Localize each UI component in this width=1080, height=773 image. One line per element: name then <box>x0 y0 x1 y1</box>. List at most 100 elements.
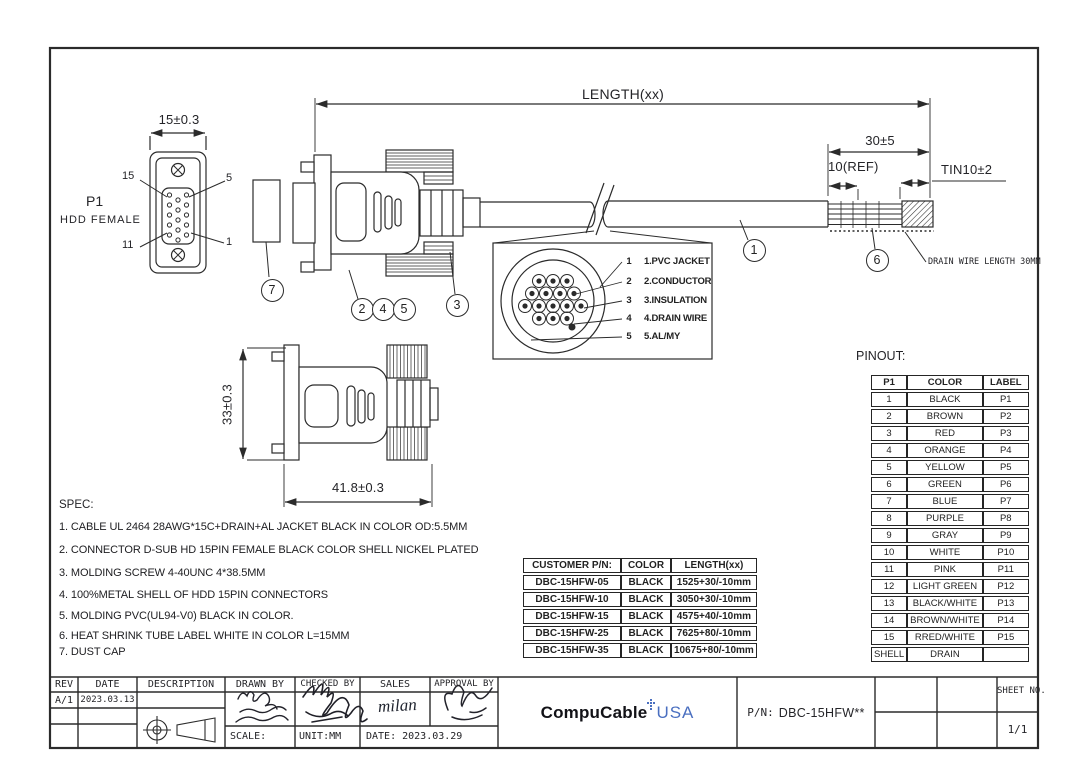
sheet-no-label: SHEET NO. <box>997 686 1046 696</box>
callout-label-5: 5.AL/MY <box>644 331 681 342</box>
cell: ORANGE <box>907 443 983 458</box>
drain-wire-note: DRAIN WIRE LENGTH 30MM <box>928 257 1041 267</box>
cell: 7625+80/-10mm <box>671 626 757 641</box>
cell: 2 <box>871 409 908 424</box>
callout-num-1: 1 <box>626 256 632 267</box>
cell: P10 <box>982 545 1029 560</box>
dim-connector-width: 15±0.3 <box>158 112 200 127</box>
col-header: P1 <box>871 375 908 390</box>
cell: 3 <box>871 426 908 441</box>
front-view-title: P1 <box>86 193 104 209</box>
dim-tin: TIN10±2 <box>941 162 993 177</box>
spec-item: 3. MOLDING SCREW 4-40UNC 4*38.5MM <box>59 567 266 579</box>
spec-item: 6. HEAT SHRINK TUBE LABEL WHITE IN COLOR… <box>59 630 350 642</box>
pin-label-5: 5 <box>226 172 233 184</box>
unit-label: UNIT:MM <box>299 731 342 742</box>
front-view-subtitle: HDD FEMALE <box>60 214 141 226</box>
rev-date-value: 2023.03.13 <box>80 695 135 705</box>
balloon-5: 5 <box>392 297 416 321</box>
signature-checked-by <box>302 683 368 723</box>
callout-label-3: 3.INSULATION <box>644 295 707 306</box>
cell: PURPLE <box>907 511 983 526</box>
dim-strip: 30±5 <box>865 133 895 148</box>
col-header: LABEL <box>982 375 1029 390</box>
balloon-6: 6 <box>865 248 889 272</box>
cell: P9 <box>982 528 1029 543</box>
titleblock-header-drawn-by: DRAWN BY <box>235 679 285 690</box>
col-header: CUSTOMER P/N: <box>523 558 621 573</box>
cell: GRAY <box>907 528 983 543</box>
pin-label-15: 15 <box>122 170 135 182</box>
spec-item: 5. MOLDING PVC(UL94-V0) BLACK IN COLOR. <box>59 610 294 622</box>
front-view <box>139 129 281 278</box>
cell: YELLOW <box>907 460 983 475</box>
col-header: COLOR <box>621 558 671 573</box>
cell: BLACK <box>621 609 671 624</box>
cell: BROWN <box>907 409 983 424</box>
cell: 4 <box>871 443 908 458</box>
cell: 14 <box>871 613 908 628</box>
cell: RRED/WHITE <box>907 630 983 645</box>
cell: BLACK <box>621 643 671 658</box>
cell: BLACK <box>907 392 983 407</box>
pn-value: DBC-15HFW** <box>778 705 865 720</box>
pinout-title: PINOUT: <box>856 349 906 363</box>
callout-num-3: 3 <box>626 295 632 306</box>
cell: P11 <box>982 562 1029 577</box>
table-row: CUSTOMER P/N: COLOR LENGTH(xx) <box>523 558 757 573</box>
cell: BLACK <box>621 592 671 607</box>
callout-num-4: 4 <box>626 313 632 324</box>
balloon-7: 7 <box>260 278 284 302</box>
cell: P1 <box>982 392 1029 407</box>
dim-ref: 10(REF) <box>828 159 879 174</box>
callout-num-2: 2 <box>626 276 632 287</box>
cell: P3 <box>982 426 1029 441</box>
spec-item: 7. DUST CAP <box>59 646 126 658</box>
cell: BROWN/WHITE <box>907 613 983 628</box>
cell: P2 <box>982 409 1029 424</box>
cell: 8 <box>871 511 908 526</box>
cell: DBC-15HFW-05 <box>523 575 621 590</box>
cell: BLUE <box>907 494 983 509</box>
balloon-2: 2 <box>350 297 374 321</box>
cell: 1 <box>871 392 908 407</box>
balloon-3: 3 <box>445 293 469 317</box>
cell: P13 <box>982 596 1029 611</box>
cell: DRAIN <box>907 647 983 662</box>
cell: 7 <box>871 494 908 509</box>
dim-connector-height: 33±0.3 <box>219 384 235 425</box>
dim-length: LENGTH(xx) <box>581 86 665 102</box>
cell: 9 <box>871 528 908 543</box>
cell <box>982 647 1029 662</box>
cell: BLACK <box>621 575 671 590</box>
logo-text-usa: USA <box>656 702 695 722</box>
callout-num-5: 5 <box>626 331 632 342</box>
cell: P6 <box>982 477 1029 492</box>
cell: P8 <box>982 511 1029 526</box>
projection-symbol <box>143 716 216 744</box>
callout-label-1: 1.PVC JACKET <box>644 256 710 267</box>
cell: BLACK <box>621 626 671 641</box>
cell: DBC-15HFW-10 <box>523 592 621 607</box>
cell: P15 <box>982 630 1029 645</box>
balloon-4: 4 <box>371 297 395 321</box>
cell: P12 <box>982 579 1029 594</box>
date-label: DATE: 2023.03.29 <box>366 731 463 742</box>
titleblock-header-sales: SALES <box>379 679 411 690</box>
cell: 10 <box>871 545 908 560</box>
cell: P5 <box>982 460 1029 475</box>
dim-connector-length: 41.8±0.3 <box>331 480 385 495</box>
cell: RED <box>907 426 983 441</box>
